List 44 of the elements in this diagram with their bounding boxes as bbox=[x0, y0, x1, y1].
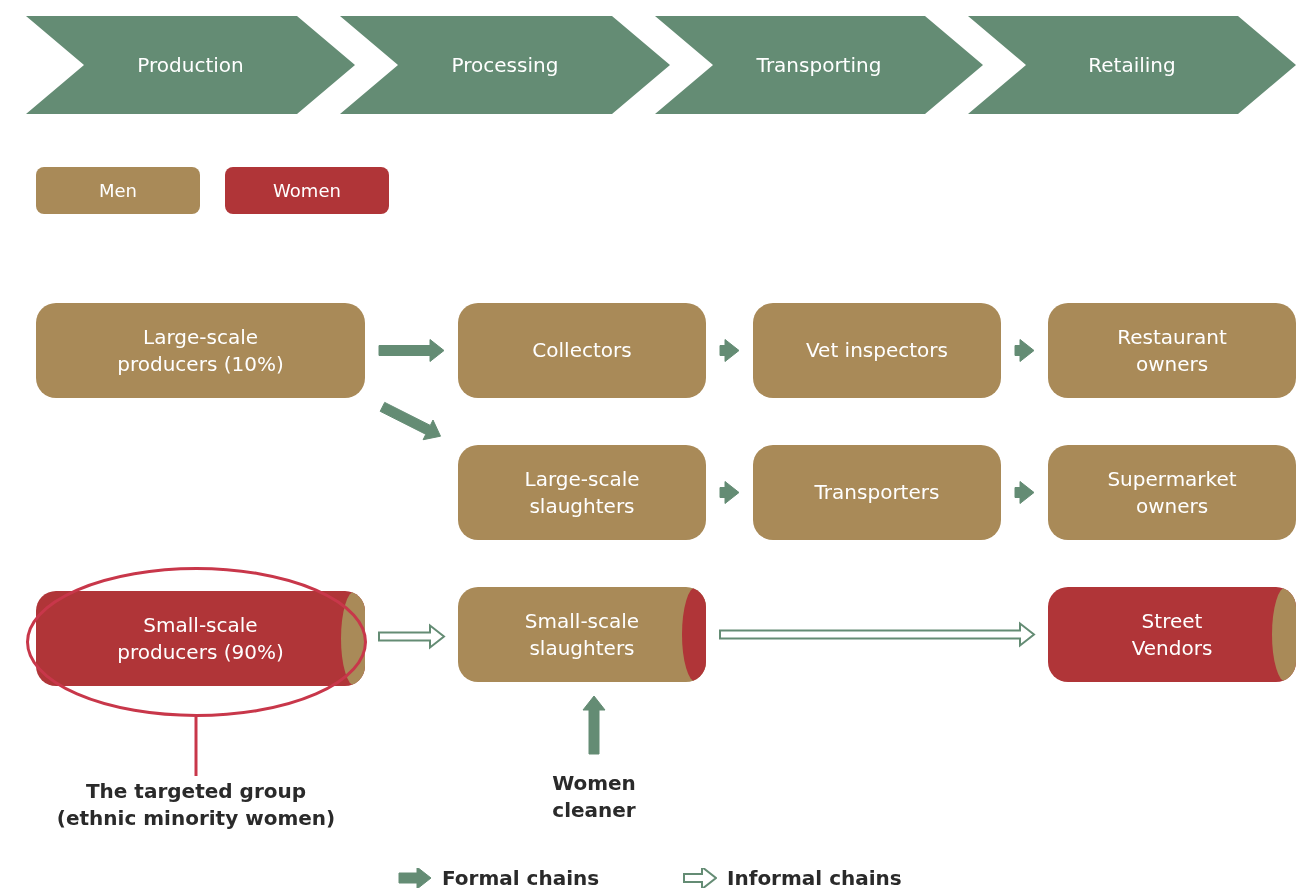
box-label: Street Vendors bbox=[1130, 607, 1214, 662]
box-label: Production bbox=[137, 51, 244, 79]
arrow bbox=[719, 339, 740, 362]
legend-label: Formal chains bbox=[442, 866, 600, 890]
highlight-ellipse bbox=[26, 567, 367, 717]
box-label: Transporters bbox=[814, 479, 940, 506]
arrow bbox=[378, 339, 445, 362]
stage-banner bbox=[26, 16, 355, 114]
box-label: Vet inspectors bbox=[806, 337, 948, 364]
box-label: Small-scale producers (90%) bbox=[116, 611, 285, 666]
arrow bbox=[582, 695, 606, 755]
role-box bbox=[1048, 587, 1296, 682]
legend-label: Informal chains bbox=[727, 866, 902, 890]
role-box bbox=[1048, 445, 1296, 540]
box-label: Supermarket owners bbox=[1106, 465, 1238, 520]
stage-banner bbox=[968, 16, 1296, 114]
arrow bbox=[719, 481, 740, 504]
box-label: Retailing bbox=[1088, 51, 1176, 79]
box-label: Small-scale slaughters bbox=[523, 607, 641, 662]
role-box bbox=[458, 445, 706, 540]
legend-swatch: Men bbox=[36, 167, 200, 214]
caption-text: Women cleaner bbox=[551, 770, 637, 824]
arrow bbox=[719, 621, 1036, 648]
box-label: Large-scale slaughters bbox=[523, 465, 641, 520]
role-box bbox=[753, 303, 1001, 398]
role-box bbox=[458, 587, 706, 682]
role-box bbox=[1048, 303, 1296, 398]
stage-banner bbox=[655, 16, 983, 114]
arrow bbox=[379, 401, 441, 441]
role-box bbox=[753, 445, 1001, 540]
arrow bbox=[1014, 339, 1035, 362]
stage-banner bbox=[340, 16, 670, 114]
arrow bbox=[378, 623, 446, 650]
caption-text: The targeted group (ethnic minority women) bbox=[55, 778, 337, 832]
box-label: Collectors bbox=[532, 337, 632, 364]
arrow bbox=[1014, 481, 1035, 504]
box-label: Processing bbox=[451, 51, 559, 79]
box-label: Transporting bbox=[756, 51, 882, 79]
role-box bbox=[36, 303, 365, 398]
leader-line bbox=[194, 717, 198, 776]
role-box bbox=[458, 303, 706, 398]
box-label: Restaurant owners bbox=[1116, 323, 1228, 378]
box-label: Large-scale producers (10%) bbox=[116, 323, 285, 378]
legend-swatch: Women bbox=[225, 167, 389, 214]
